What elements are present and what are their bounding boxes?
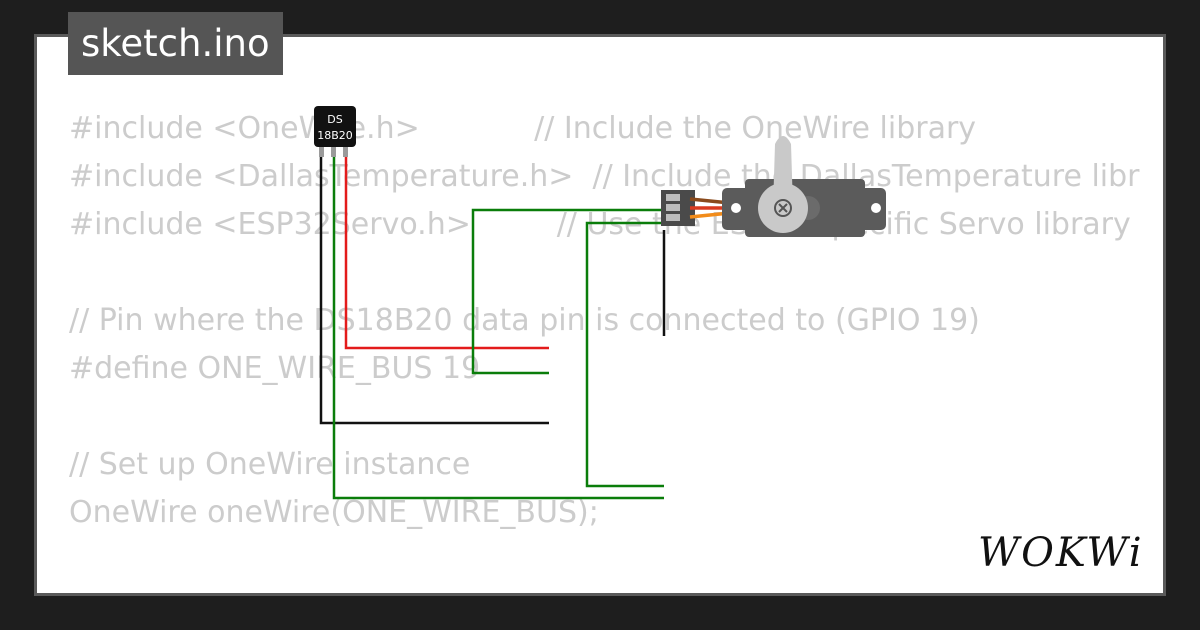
code-line: // Pass the OneWire reference to DallasT…	[69, 585, 1140, 593]
code-line: // Set up OneWire instance	[69, 447, 471, 482]
sketch-title: sketch.ino	[68, 12, 283, 75]
ds18b20-sensor[interactable]: DS 18B20	[314, 106, 356, 157]
sensor-vcc-wire[interactable]	[344, 150, 549, 350]
x-circle-icon	[774, 199, 792, 217]
sensor-data-wire[interactable]	[332, 150, 664, 500]
code-line: // Pin where the DS18B20 data pin is con…	[69, 303, 980, 338]
code-line: OneWire oneWire(ONE_WIRE_BUS);	[69, 495, 599, 530]
servo-motor[interactable]	[661, 136, 886, 237]
code-line: #include <OneWire.h> // Include the OneW…	[69, 111, 977, 146]
code-listing: #include <OneWire.h> // Include the OneW…	[69, 105, 1140, 593]
svg-text:WOKWi: WOKWi	[978, 530, 1144, 574]
servo-signal-wire[interactable]	[471, 208, 665, 375]
sensor-label-line1: DS	[327, 113, 342, 126]
code-line: #include <ESP32Servo.h> // Use the ESP32…	[69, 207, 1131, 242]
code-line: #include <DallasTemperature.h> // Includ…	[69, 159, 1140, 194]
sensor-label-line2: 18B20	[317, 129, 353, 142]
preview-card: #include <OneWire.h> // Include the OneW…	[34, 34, 1166, 596]
code-line: #define ONE_WIRE_BUS 19	[69, 351, 481, 386]
sensor-gnd-wire[interactable]	[319, 150, 549, 425]
wokwi-logo: WOKWi	[978, 530, 1144, 574]
servo-power-wire[interactable]	[585, 221, 665, 488]
